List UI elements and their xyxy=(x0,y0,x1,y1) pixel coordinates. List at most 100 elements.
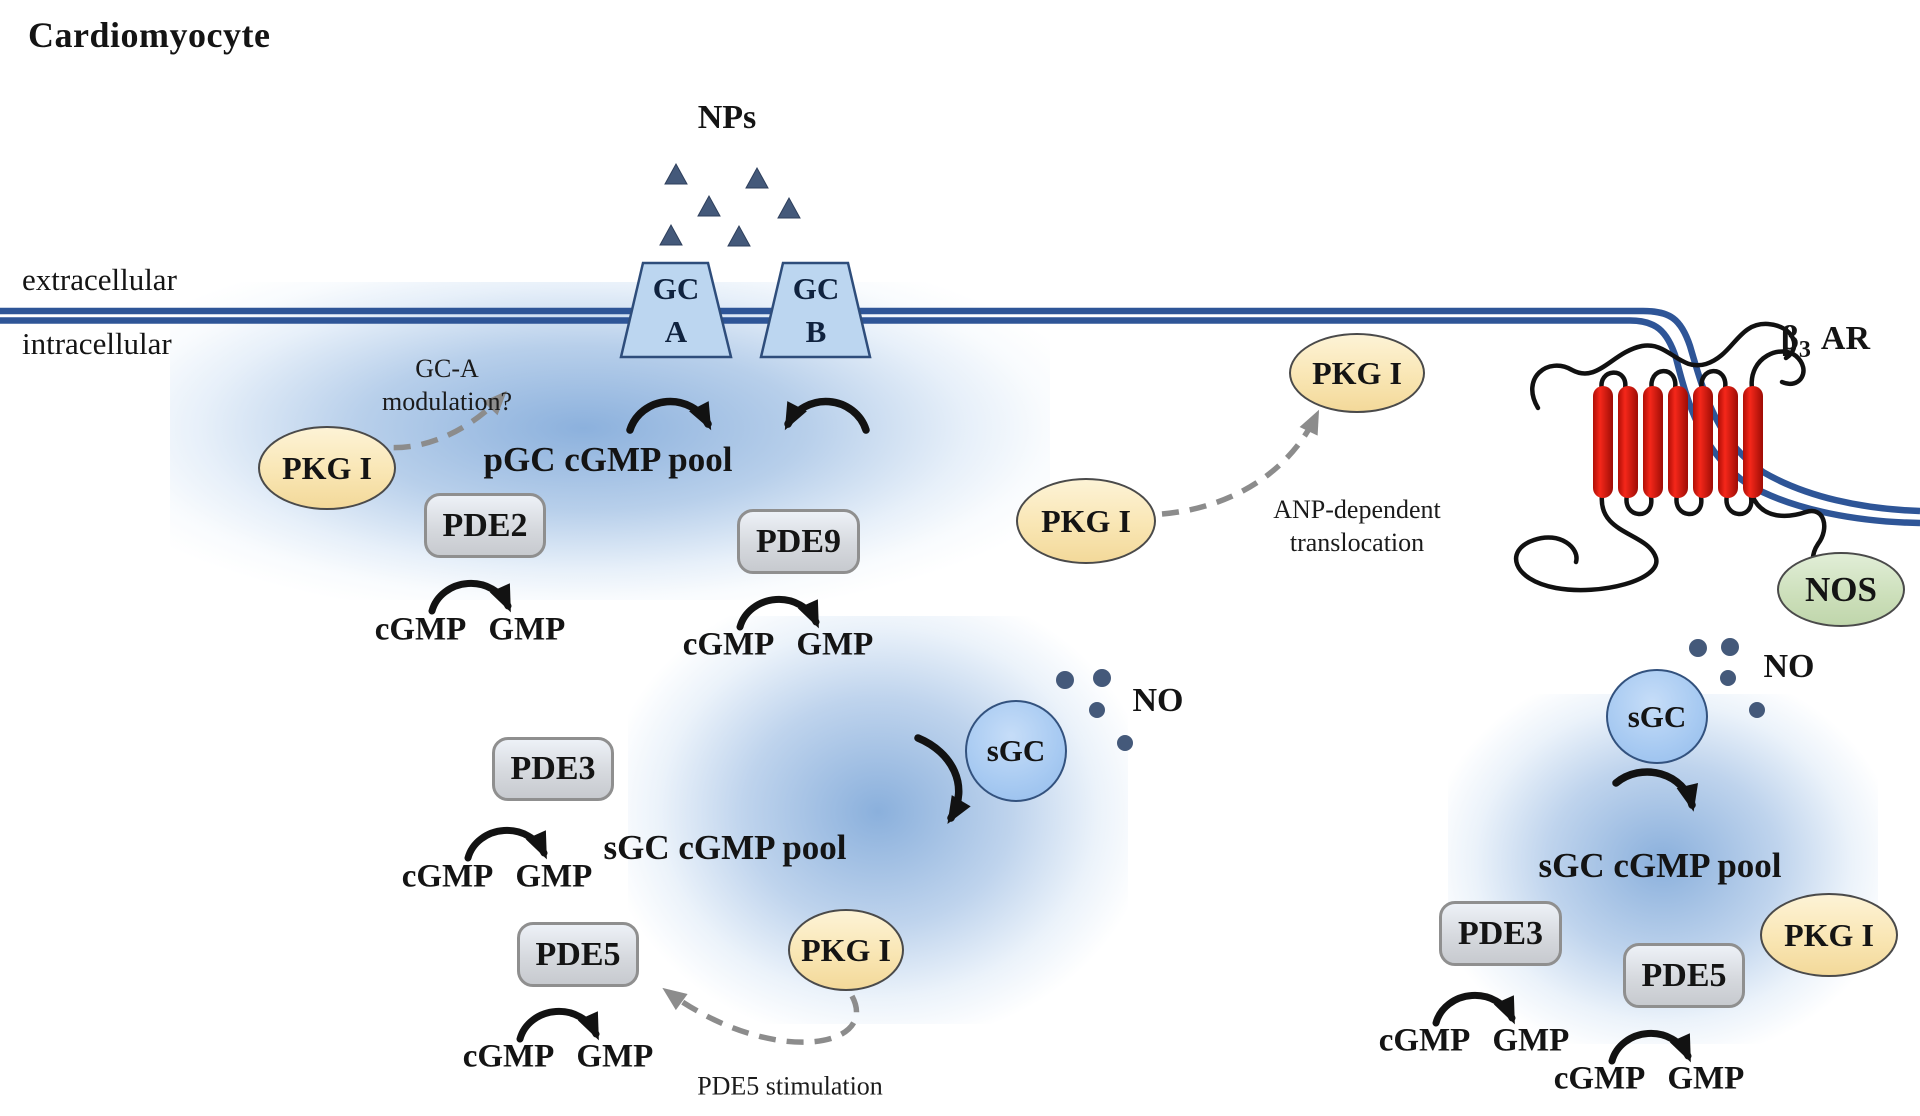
no-particle xyxy=(1749,702,1765,718)
pde3-right-reaction: cGMP GMP xyxy=(1379,1023,1570,1060)
gc-a-line2: A xyxy=(664,314,688,349)
modulation-note-line2: modulation? xyxy=(382,387,512,416)
pkg1-label: PKG I xyxy=(1041,502,1131,539)
pde3-right-box: PDE3 xyxy=(1439,901,1562,966)
gc-b-catalysis-arrow xyxy=(784,397,870,434)
gmp-label: GMP xyxy=(576,1038,654,1075)
b3ar-subscript: 3 xyxy=(1798,336,1811,363)
gmp-label: GMP xyxy=(1492,1022,1570,1059)
pkg1-membrane-oval: PKG I xyxy=(258,426,396,510)
pde9-box: PDE9 xyxy=(737,509,860,574)
intracellular-label: intracellular xyxy=(22,326,172,361)
b3ar-loop xyxy=(1724,492,1754,517)
np-particle xyxy=(659,223,683,246)
np-particle xyxy=(777,196,801,219)
no-particle xyxy=(1117,735,1133,751)
b3ar-loop xyxy=(1514,492,1659,593)
anp-translocation-note: ANP-dependent translocation xyxy=(1273,493,1441,559)
pgc-pool-label: pGC cGMP pool xyxy=(483,440,733,479)
b3ar-label: β3 AR xyxy=(1781,320,1870,364)
cgmp-label: cGMP xyxy=(682,626,775,663)
pde2-label: PDE2 xyxy=(442,506,528,544)
pkg1-center-pool-oval: PKG I xyxy=(788,909,904,991)
pde3-left-reaction: cGMP GMP xyxy=(402,859,593,896)
no-particle xyxy=(1093,669,1111,687)
b3ar-helix xyxy=(1743,386,1763,498)
anp-translocation-arrow xyxy=(1161,409,1320,517)
sgc-pool-label-center: sGC cGMP pool xyxy=(603,828,847,867)
cgmp-label: cGMP xyxy=(1553,1060,1646,1097)
np-particle xyxy=(697,194,721,217)
gc-b-line2: B xyxy=(805,314,827,349)
gc-b-line1: GC xyxy=(792,271,840,306)
pde2-reaction: cGMP GMP xyxy=(375,612,566,649)
gmp-label: GMP xyxy=(488,611,566,648)
pde2-reaction-arrow xyxy=(428,579,512,615)
pkg1-label: PKG I xyxy=(282,449,372,486)
gmp-label: GMP xyxy=(796,626,874,663)
b3ar-helix xyxy=(1593,386,1613,498)
b3ar-helix xyxy=(1618,386,1638,498)
translocation-note-line1: ANP-dependent xyxy=(1273,495,1441,524)
np-particle xyxy=(727,224,751,247)
b3ar-name: AR xyxy=(1820,320,1871,357)
gc-a-catalysis-arrow xyxy=(626,397,712,434)
pde3-right-reaction-arrow xyxy=(1432,991,1516,1027)
pde9-label: PDE9 xyxy=(756,522,841,560)
pkg1-label: PKG I xyxy=(1312,354,1402,391)
sgc-pool-label-right: sGC cGMP pool xyxy=(1538,846,1782,885)
b3ar-helix xyxy=(1643,386,1663,498)
cgmp-label: cGMP xyxy=(462,1038,555,1075)
nos-label: NOS xyxy=(1805,569,1877,609)
sgc-right-catalysis-arrow xyxy=(1612,768,1699,812)
b3ar-helices xyxy=(1593,386,1763,498)
no-particles-right xyxy=(1689,638,1765,718)
gc-b-receptor xyxy=(759,261,872,359)
pkg1-label: PKG I xyxy=(1784,916,1874,953)
gc-b-receptor-label: GC B xyxy=(793,267,840,353)
gc-a-receptor xyxy=(619,261,733,359)
pde3-left-reaction-arrow xyxy=(464,826,548,862)
b3ar-loop xyxy=(1530,321,1797,411)
nos-oval: NOS xyxy=(1777,552,1905,627)
b3ar-beta: β xyxy=(1781,320,1799,357)
extracellular-label: extracellular xyxy=(22,262,177,297)
pde3-label: PDE3 xyxy=(510,750,596,787)
no-particle xyxy=(1720,670,1736,686)
pde3-label: PDE3 xyxy=(1458,914,1543,952)
np-particle xyxy=(745,166,769,189)
pkg1-right-pool-oval: PKG I xyxy=(1760,893,1898,977)
cgmp-label: cGMP xyxy=(374,611,467,648)
gmp-label: GMP xyxy=(1667,1060,1745,1097)
gc-a-receptor-label: GC A xyxy=(653,267,700,353)
translocation-note-line2: translocation xyxy=(1289,528,1425,557)
pde9-reaction-arrow xyxy=(736,595,820,631)
b3ar-helix xyxy=(1718,386,1738,498)
sgc-left-catalysis-arrow xyxy=(914,734,971,825)
b3ar-loop xyxy=(1749,349,1806,392)
b3ar-loop xyxy=(1649,368,1678,393)
pde5-right-reaction: cGMP GMP xyxy=(1554,1061,1745,1098)
pde3-left-box: PDE3 xyxy=(492,737,614,801)
no-particles-center xyxy=(1056,669,1133,751)
b3ar-loop xyxy=(1599,370,1628,393)
pde5-label: PDE5 xyxy=(535,935,621,973)
no-particle xyxy=(1689,639,1707,657)
gc-a-line1: GC xyxy=(652,271,700,306)
pde5-left-box: PDE5 xyxy=(517,922,639,987)
no-particle xyxy=(1089,702,1105,718)
modulation-note-line1: GC-A xyxy=(415,354,479,383)
nps-label: NPs xyxy=(697,99,757,136)
b3ar-helix xyxy=(1693,386,1713,498)
b3ar-receptor xyxy=(1514,321,1827,593)
pde5-stimulation-note: PDE5 stimulation xyxy=(697,1071,883,1101)
pde5-right-box: PDE5 xyxy=(1623,943,1745,1008)
pde5-left-reaction: cGMP GMP xyxy=(463,1039,654,1076)
diagram-title: Cardiomyocyte xyxy=(28,15,271,55)
b3ar-helix xyxy=(1668,386,1688,498)
pde9-reaction: cGMP GMP xyxy=(683,627,874,664)
no-particle xyxy=(1721,638,1739,656)
pkg1-translocated-oval: PKG I xyxy=(1289,333,1425,413)
